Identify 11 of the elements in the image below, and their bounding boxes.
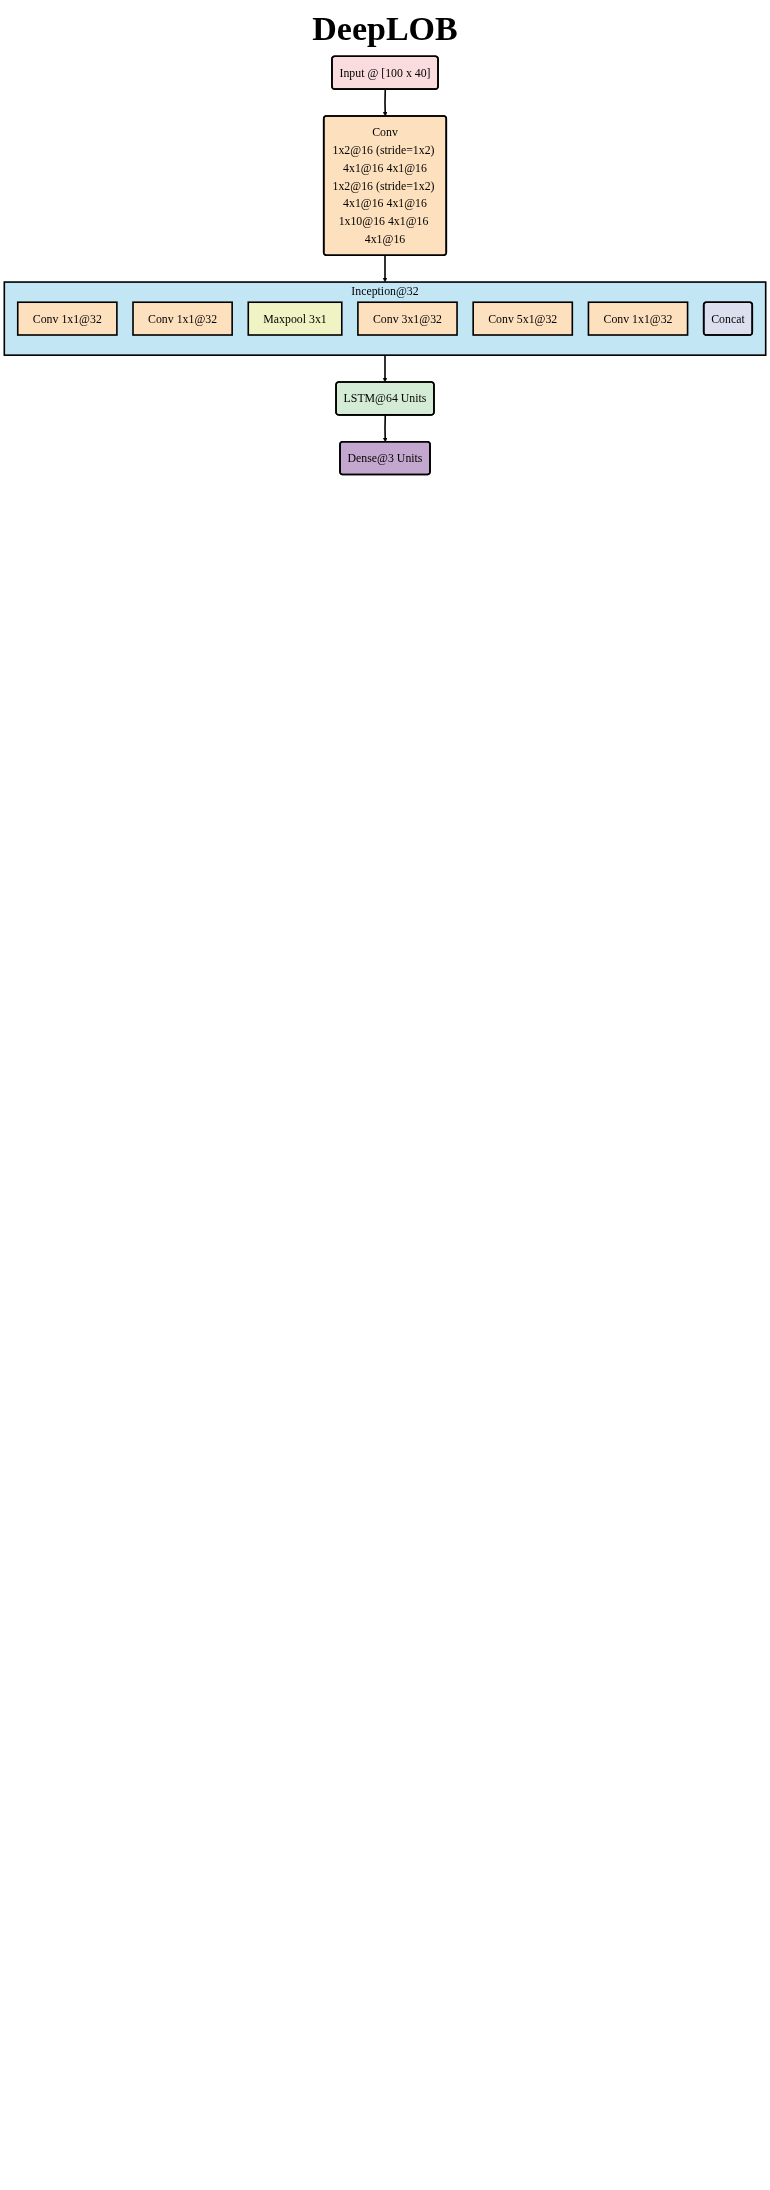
node-box: Conv 1x1@32 bbox=[587, 301, 689, 336]
arrow bbox=[382, 414, 388, 443]
arrow bbox=[382, 354, 388, 383]
node-box: Maxpool 3x1 bbox=[247, 301, 343, 336]
node-box: Conv 3x1@32 bbox=[357, 301, 458, 336]
node-box: Conv 1x1@32 bbox=[132, 301, 233, 336]
node-box: Conv 5x1@32 bbox=[472, 301, 574, 336]
arrow bbox=[382, 254, 388, 283]
node-box: Conv 1x1@32 bbox=[16, 301, 118, 336]
arrow bbox=[382, 88, 388, 117]
diagram-title: DeepLOB bbox=[311, 10, 459, 48]
